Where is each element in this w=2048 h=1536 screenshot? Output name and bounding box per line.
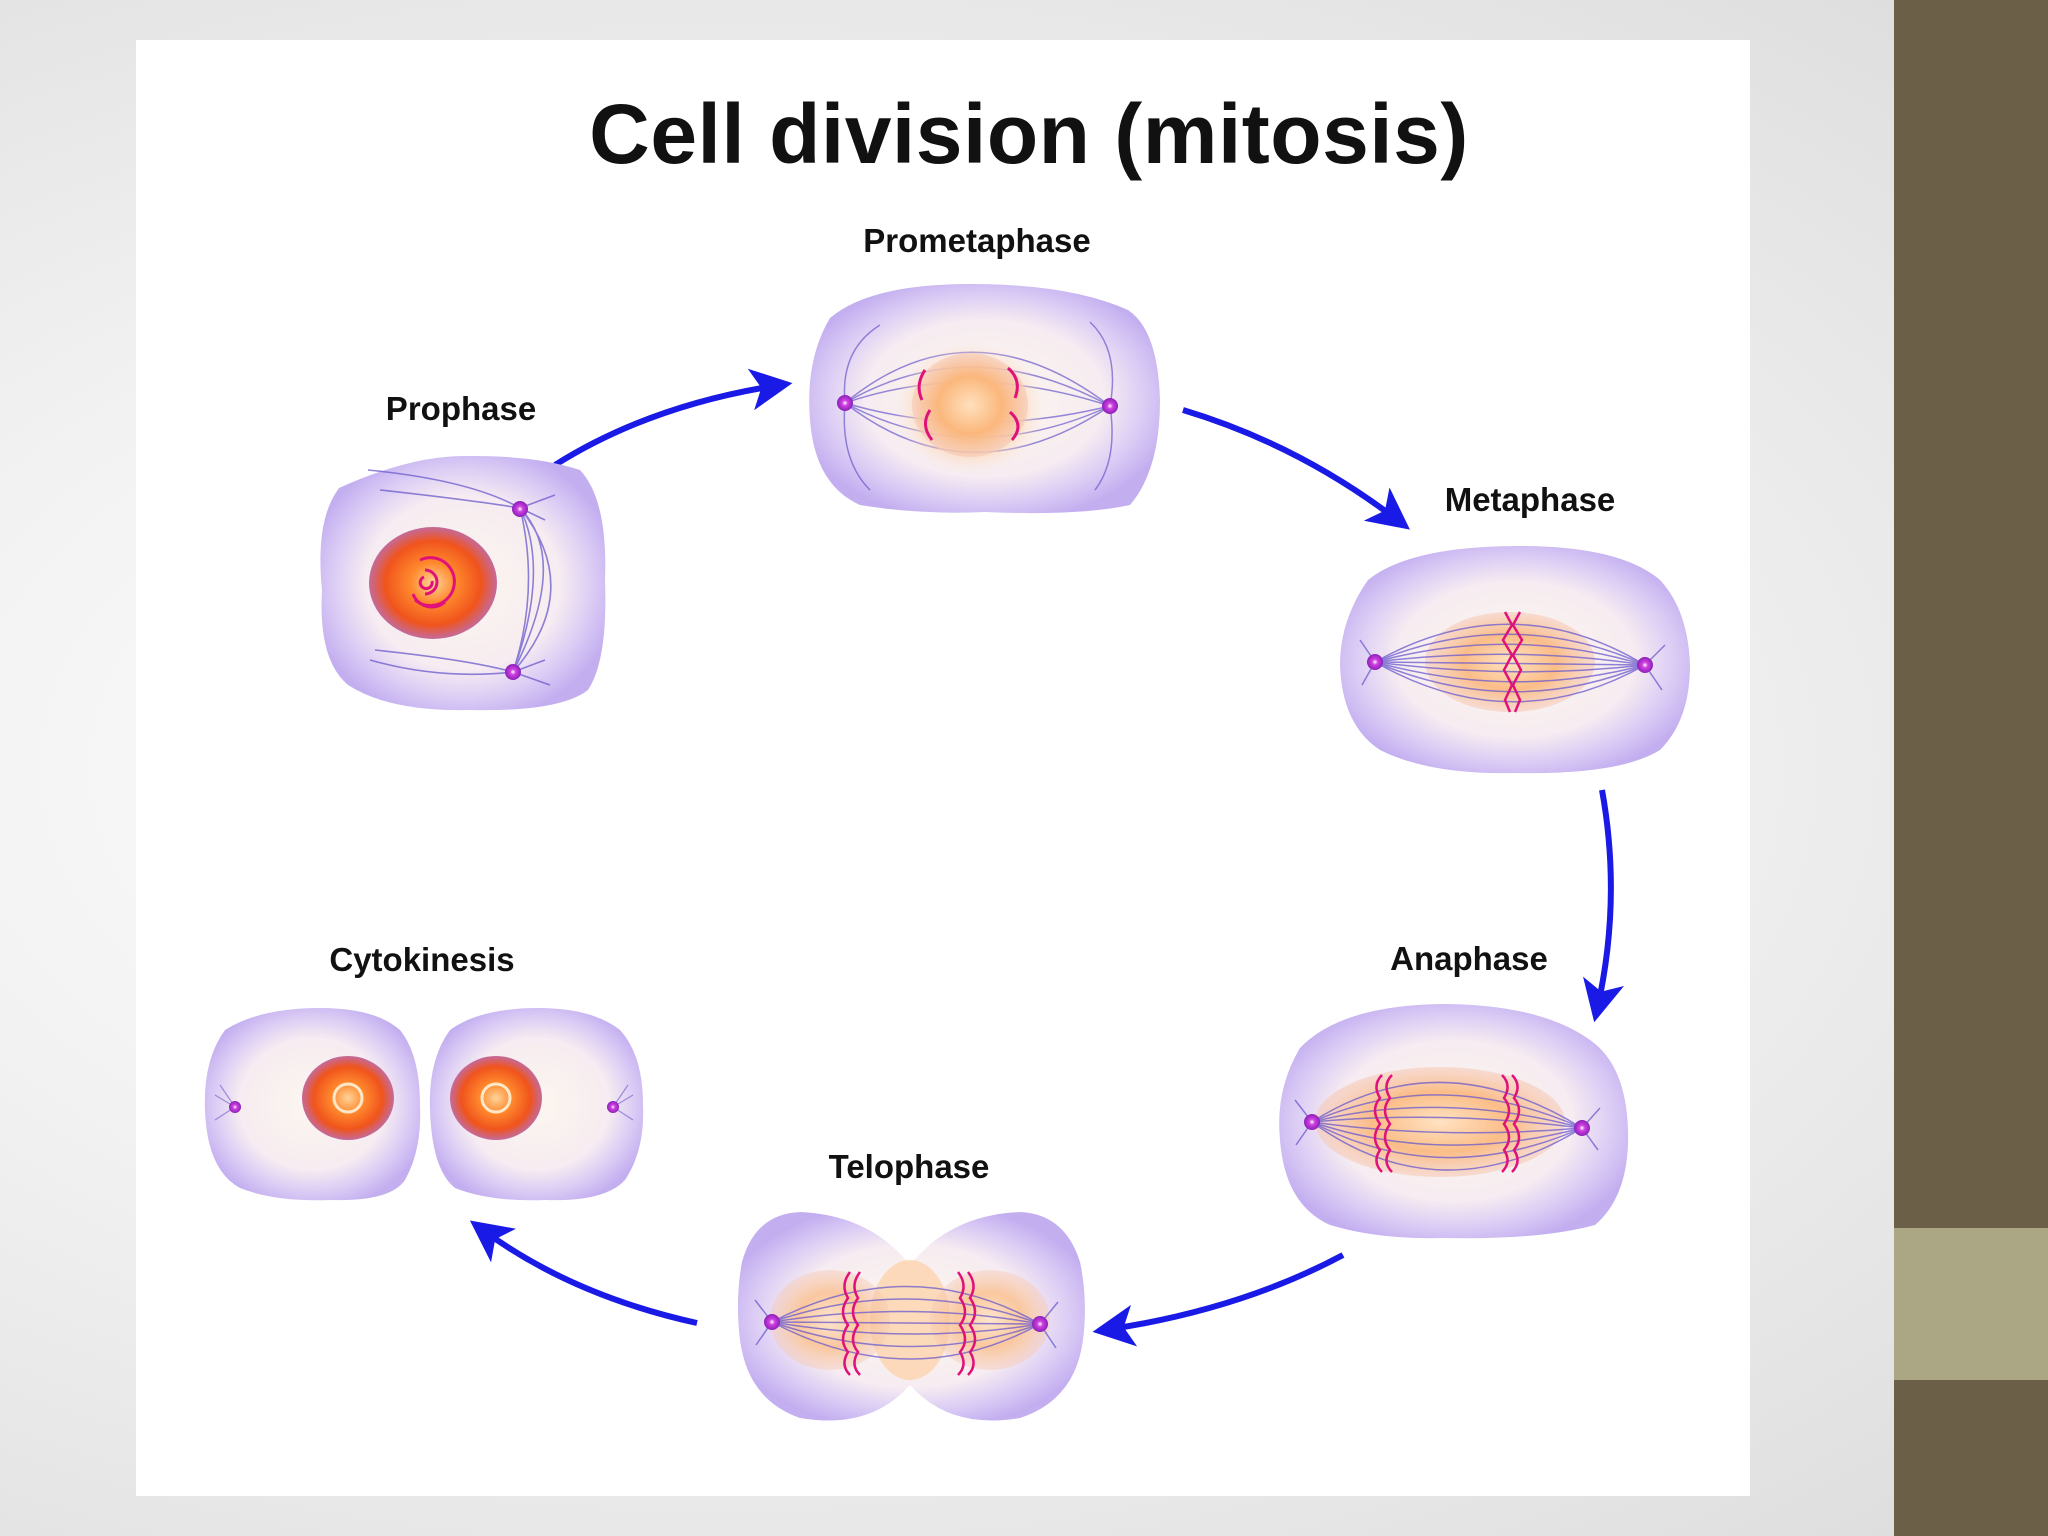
stage-label-metaphase: Metaphase [1444,481,1616,518]
stage-label-anaphase: Anaphase [1390,940,1548,977]
arrow-anaphase-to-telophase [1092,1252,1345,1347]
arrow-prometaphase-to-metaphase [1182,407,1410,530]
stage-label-prometaphase: Prometaphase [863,222,1091,259]
arrow-metaphase-to-anaphase [1583,789,1624,1023]
stage-label-prophase: Prophase [385,390,537,427]
cytokinesis-cells [204,1008,644,1201]
prophase-cell [320,455,606,711]
prometaphase-cell [809,284,1160,514]
slide-side-accent [1894,1228,2048,1380]
diagram-title: Cell division (mitosis) [589,87,1469,181]
stage-label-cytokinesis: Cytokinesis [329,941,515,978]
telophase-cell [737,1212,1085,1421]
arrow-telophase-to-cytokinesis [469,1220,698,1326]
anaphase-cell [1279,1004,1629,1239]
metaphase-cell [1340,546,1690,774]
arrow-prophase-to-prometaphase [553,368,793,468]
stage-label-telophase: Telophase [828,1148,990,1185]
